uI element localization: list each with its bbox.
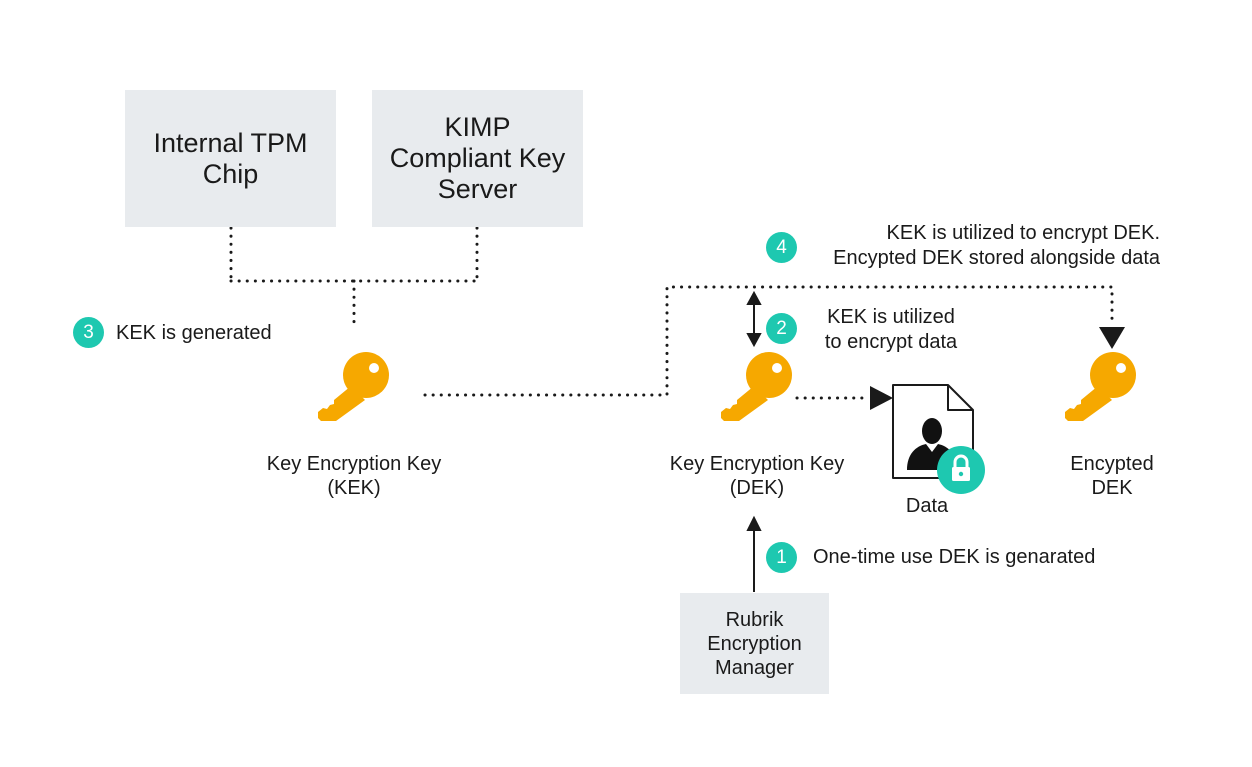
kek-label: Key Encryption Key (KEK) — [244, 452, 464, 500]
step-3-text: KEK is generated — [116, 321, 272, 346]
tpm-box-line-2: Chip — [202, 158, 259, 189]
kek-label-line-1: Key Encryption Key — [266, 453, 442, 475]
data-arrow-head — [870, 386, 893, 410]
step-2-text: KEK is utilized to encrypt data — [806, 305, 976, 355]
tpm-box-line-1: Internal TPM — [153, 127, 308, 158]
step-2-text-line-2: to encrypt data — [824, 331, 958, 353]
step-4-text: KEK is utilized to encrypt DEK. Encypted… — [790, 221, 1160, 271]
dek-label-line-1: Key Encryption Key — [669, 453, 845, 475]
kimp-key-server-box: KIMP Compliant Key Server — [372, 90, 583, 227]
kimp-box-line-3: Server — [437, 174, 518, 204]
step-2-text-line-1: KEK is utilized — [827, 306, 955, 328]
double-arrow-up-head — [746, 290, 762, 305]
step-4-badge: 4 — [766, 232, 797, 263]
encrypted-dek-label-line-1: Encypted — [1070, 453, 1154, 475]
internal-tpm-chip-box: Internal TPM Chip — [125, 90, 336, 227]
step-1-text: One-time use DEK is genarated — [813, 545, 1095, 570]
rubrik-to-dek-arrow-head — [746, 515, 762, 531]
kimp-box-line-1: KIMP — [444, 112, 511, 142]
padlock-icon — [937, 446, 985, 494]
step-3-text-line-1: KEK is generated — [116, 322, 272, 344]
kek-key-icon — [318, 352, 389, 421]
encrypted-dek-key-icon — [1065, 352, 1136, 421]
step-4-text-line-2: Encypted DEK stored alongside data — [833, 247, 1160, 269]
data-label: Data — [905, 495, 949, 517]
step-1-text-line-1: One-time use DEK is genarated — [813, 546, 1096, 568]
double-arrow-down-head — [746, 333, 762, 348]
kimp-box-line-2: Compliant Key — [389, 143, 566, 173]
kek-label-line-2: (KEK) — [327, 477, 381, 499]
rubrik-box-line-3: Manager — [715, 656, 794, 679]
rubrik-box-line-2: Encryption — [707, 632, 802, 655]
step-1-badge: 1 — [766, 542, 797, 573]
dek-label-line-2: (DEK) — [729, 477, 785, 499]
kek-to-step4-line — [423, 285, 1114, 397]
dek-key-icon — [721, 352, 792, 421]
data-document-icon — [892, 384, 985, 494]
rubrik-encryption-manager-box: Rubrik Encryption Manager — [680, 593, 829, 694]
encrypted-dek-label-line-2: DEK — [1091, 477, 1133, 499]
step-4-text-line-1: KEK is utilized to encrypt DEK. — [886, 222, 1160, 244]
dek-label: Key Encryption Key (DEK) — [647, 452, 867, 500]
step-3-badge: 3 — [73, 317, 104, 348]
encrypted-dek-label: Encypted DEK — [1052, 452, 1172, 500]
rubrik-box-line-1: Rubrik — [725, 608, 784, 631]
step-2-badge: 2 — [766, 313, 797, 344]
encrypted-dek-arrow-head — [1099, 327, 1125, 349]
